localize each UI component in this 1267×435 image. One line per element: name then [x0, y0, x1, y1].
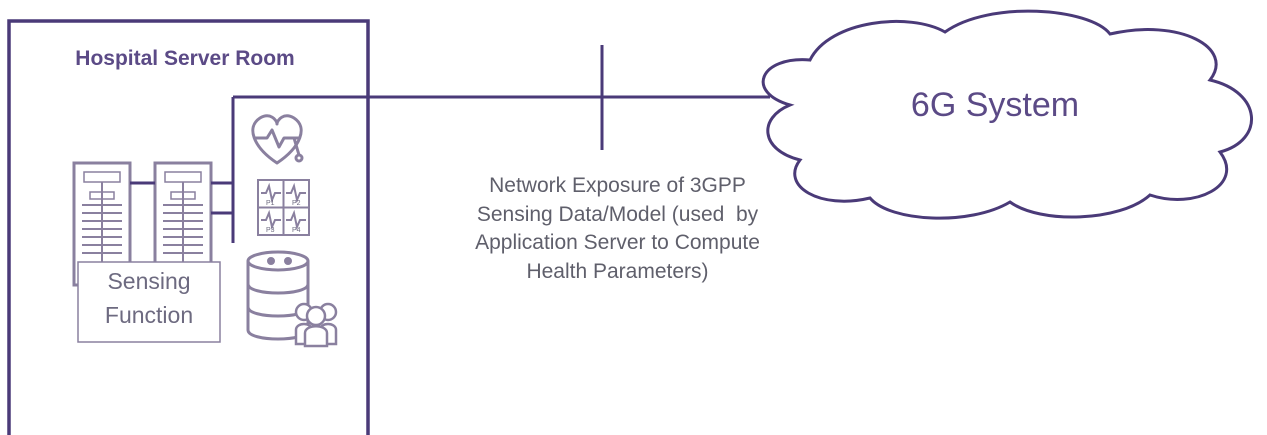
- panel-label: P2: [292, 200, 301, 207]
- panel-label: P4: [292, 227, 301, 234]
- sensing-function-line: Function: [104, 302, 194, 328]
- server-room-box: [7, 19, 370, 435]
- patient-vitals-grid-icon: [257, 179, 310, 236]
- people-group-icon: [294, 302, 338, 348]
- caption-line: Network Exposure of 3GPP: [489, 174, 746, 197]
- caption-line: Application Server to Compute: [475, 231, 760, 254]
- cloud-icon: [761, 9, 1254, 220]
- server-room-title: Hospital Server Room: [75, 47, 295, 70]
- server-rack-icon: [153, 161, 213, 287]
- panel-label: P3: [266, 227, 275, 234]
- sensing-function-box: [77, 261, 221, 343]
- 6g-system-label: 6G System: [910, 86, 1080, 124]
- sensing-function-line: Sensing: [107, 268, 191, 294]
- sensing-function-label: Sensing Function: [78, 264, 220, 332]
- heart-monitor-icon: [251, 114, 304, 165]
- network-exposure-caption: Network Exposure of 3GPP Sensing Data/Mo…: [405, 172, 830, 286]
- caption-line: Health Parameters): [526, 259, 709, 283]
- panel-label: P1: [266, 200, 275, 207]
- caption-line: Sensing Data/Model (used by: [476, 202, 759, 226]
